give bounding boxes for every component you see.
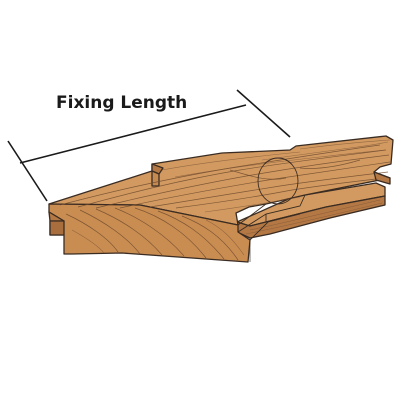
fixing-length-dimension: Fixing Length (7, 89, 291, 202)
adjacent-board-front (236, 195, 386, 239)
main-board-groove-end (49, 220, 65, 236)
adjacent-board (236, 182, 386, 262)
dimension-line (19, 104, 247, 164)
main-board (48, 135, 394, 263)
main-board-top-grain (59, 139, 391, 213)
dimension-label: Fixing Length (56, 93, 187, 113)
joint-detail-circle (257, 157, 299, 205)
tongue-groove-joint (237, 171, 391, 241)
dimension-extension-left (7, 140, 48, 202)
dimension-extension-right (236, 89, 291, 138)
main-board-front-grain (65, 207, 245, 261)
main-board-groove-right (373, 171, 391, 185)
main-board-step-front (151, 170, 160, 187)
